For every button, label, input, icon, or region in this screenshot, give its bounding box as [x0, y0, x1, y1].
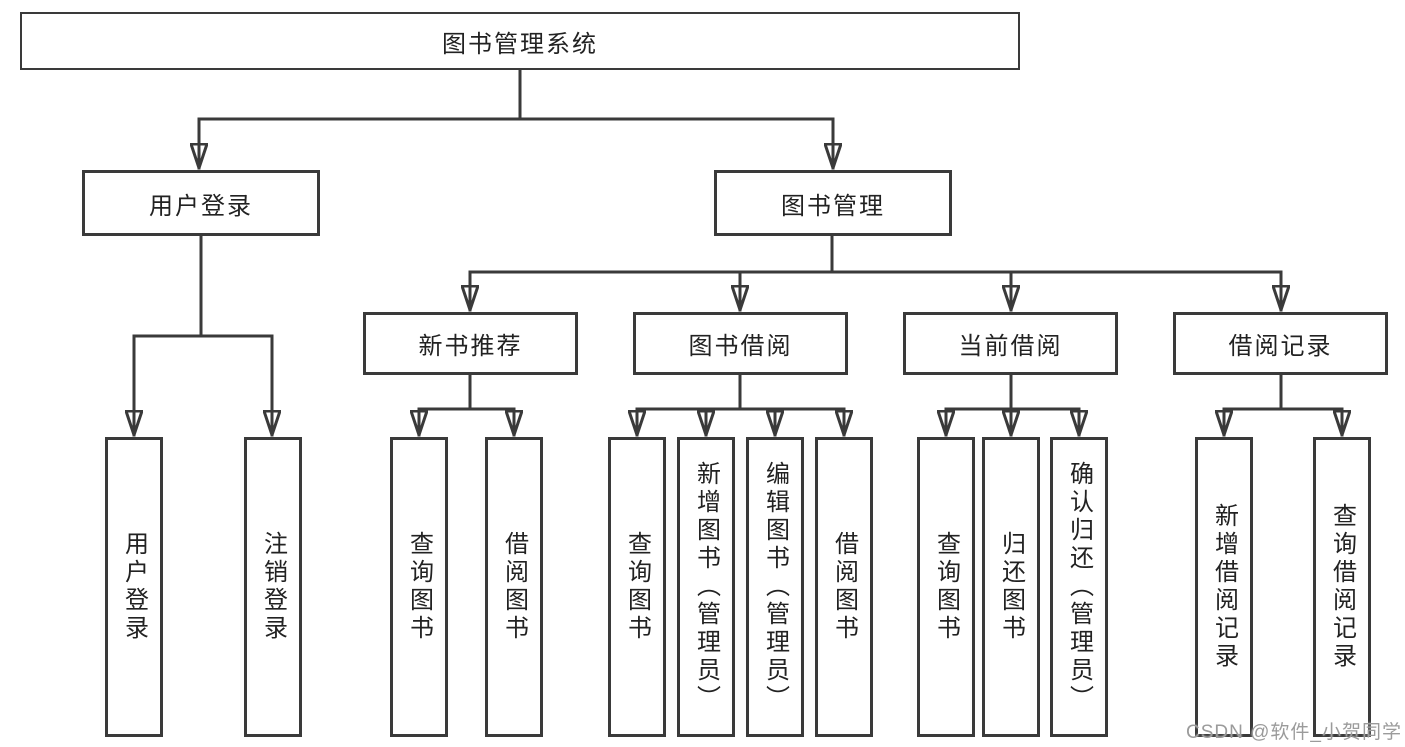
leaf-borrow-query-books: 查询图书	[608, 437, 666, 737]
node-book-management: 图书管理	[714, 170, 952, 236]
node-label: 图书借阅	[688, 333, 793, 360]
node-label: 当前借阅	[958, 333, 1063, 360]
node-label: 图书管理	[781, 192, 885, 220]
connector-book-borrow-children	[637, 373, 844, 437]
leaf-records-add-record: 新增借阅记录	[1195, 437, 1253, 737]
node-label: 新增图书（管理员）	[692, 461, 720, 713]
leaf-user-login: 用户登录	[105, 437, 163, 737]
node-label: 注销登录	[259, 531, 287, 643]
connector-book-mgmt-children	[470, 234, 1281, 312]
connector-current-borrow-children	[946, 373, 1079, 437]
connector-new-book-children	[419, 373, 514, 437]
leaf-logout-login: 注销登录	[244, 437, 302, 737]
connector-user-login-children	[134, 234, 272, 437]
node-label: 查询图书	[932, 531, 960, 643]
node-label: 用户登录	[149, 192, 253, 220]
node-book-borrow: 图书借阅	[633, 312, 848, 375]
node-label: 借阅图书	[830, 531, 858, 643]
leaf-current-query-books: 查询图书	[917, 437, 975, 737]
connector-borrow-records-children	[1224, 373, 1342, 437]
node-label: 查询借阅记录	[1328, 503, 1356, 671]
leaf-current-confirm-return-admin: 确认归还（管理员）	[1050, 437, 1108, 737]
node-label: 查询图书	[405, 531, 433, 643]
node-label: 借阅图书	[500, 531, 528, 643]
node-new-book-recommend: 新书推荐	[363, 312, 578, 375]
leaf-newbook-borrow-books: 借阅图书	[485, 437, 543, 737]
leaf-newbook-query-books: 查询图书	[390, 437, 448, 737]
node-label: 查询图书	[623, 531, 651, 643]
connector-root-to-level2	[199, 68, 833, 170]
node-label: 新书推荐	[418, 333, 523, 360]
leaf-borrow-edit-books-admin: 编辑图书（管理员）	[746, 437, 804, 737]
node-label: 图书管理系统	[442, 30, 598, 58]
leaf-borrow-borrow-books: 借阅图书	[815, 437, 873, 737]
leaf-records-query-record: 查询借阅记录	[1313, 437, 1371, 737]
node-current-borrow: 当前借阅	[903, 312, 1118, 375]
node-label: 归还图书	[997, 531, 1025, 643]
node-borrow-records: 借阅记录	[1173, 312, 1388, 375]
node-label: 确认归还（管理员）	[1065, 461, 1093, 713]
leaf-borrow-add-books-admin: 新增图书（管理员）	[677, 437, 735, 737]
node-label: 新增借阅记录	[1210, 503, 1238, 671]
csdn-watermark: CSDN @软件_小贺同学	[1186, 722, 1402, 743]
leaf-current-return-books: 归还图书	[982, 437, 1040, 737]
node-label: 编辑图书（管理员）	[761, 461, 789, 713]
node-library-management-system: 图书管理系统	[20, 12, 1020, 70]
node-user-login: 用户登录	[82, 170, 320, 236]
node-label: 借阅记录	[1228, 333, 1333, 360]
node-label: 用户登录	[120, 531, 148, 643]
